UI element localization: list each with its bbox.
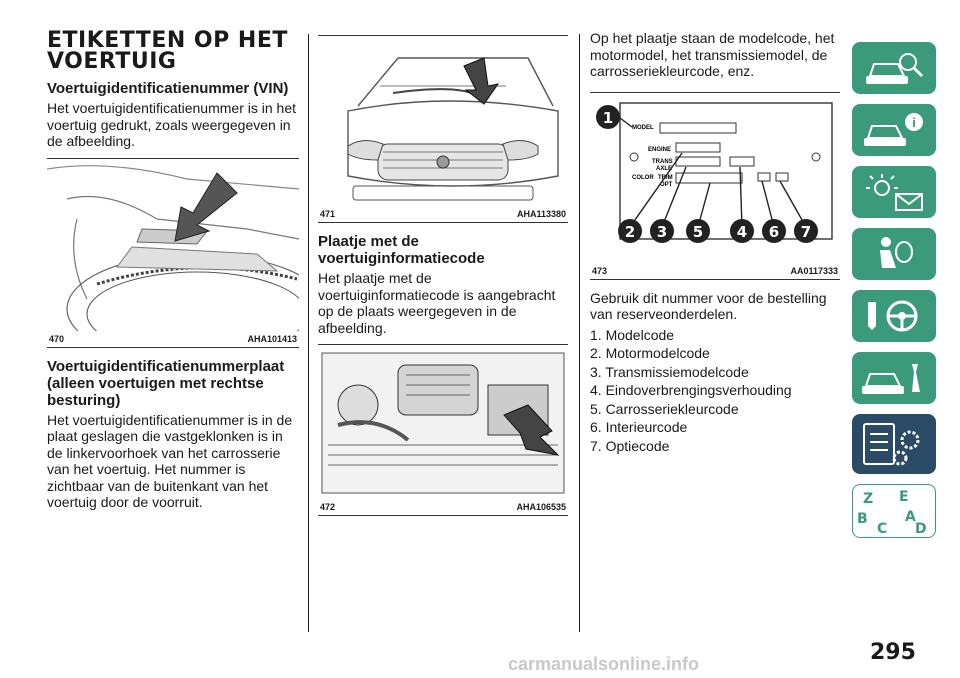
svg-text:i: i [912, 115, 916, 130]
callout-7: 7 [801, 223, 811, 241]
alphabetical-index-icon: Z E B A C D [857, 489, 927, 537]
heading-plate: Voertuigidentificatienummerplaat (alleen… [47, 357, 285, 409]
technical-data-icon [863, 423, 920, 466]
tab-index[interactable]: Z E B A C D [852, 484, 936, 538]
list-item: 5. Carrosseriekleurcode [590, 400, 739, 417]
column-2: 471 AHA113380 Plaatje met de voertuiginf… [318, 30, 568, 526]
callout-3: 3 [657, 223, 667, 241]
heading-vin: Voertuigidentificatienummer (VIN) [47, 80, 289, 97]
figure-471: 471 AHA113380 [318, 35, 568, 223]
page-number: 295 [870, 640, 916, 665]
car-search-icon [866, 53, 924, 84]
code-list: 1. Modelcode 2. Motormodelcode 3. Transm… [590, 327, 840, 455]
chapter-sidebar: i [852, 42, 936, 548]
callout-2: 2 [625, 223, 635, 241]
figure-code: AA0117333 [790, 265, 838, 276]
column-divider [579, 34, 580, 632]
tab-car-search[interactable] [852, 42, 936, 94]
tab-warning-lights[interactable] [852, 166, 936, 218]
list-item: 4. Eindoverbrengingsverhouding [590, 382, 792, 398]
svg-text:A: A [905, 509, 916, 525]
plate-label-model: MODEL [632, 125, 654, 131]
figure-number: 471 [320, 209, 336, 219]
list-item: 3. Transmissiemodelcode [590, 363, 749, 380]
list-item: 6. Interieurcode [590, 419, 688, 435]
paragraph-plate: Het voertuigidentificatienummer is in de… [47, 411, 293, 511]
column-1: ETIKETTEN OP HET VOERTUIG Voertuigidenti… [47, 30, 299, 511]
paragraph-info-plate: Het plaatje met de voertuiginformatiecod… [318, 270, 556, 336]
figure-number: 470 [49, 333, 65, 344]
section-title-line2: VOERTUIG [47, 49, 177, 74]
svg-text:C: C [877, 521, 887, 537]
figure-code: AHA113380 [516, 209, 566, 219]
list-item: 2. Motormodelcode [590, 345, 710, 361]
figure-473: MODEL ENGINE TRANS AXLE COLOR TRIM OPT [590, 91, 840, 280]
tab-technical-data[interactable] [852, 414, 936, 474]
svg-text:D: D [915, 521, 927, 537]
figure-code: AHA106535 [516, 502, 566, 512]
airbag-person-icon [880, 237, 913, 268]
column-divider [308, 34, 309, 632]
vin-location-illustration [47, 164, 299, 331]
plate-label-opt: OPT [660, 182, 673, 188]
pointer-arrow-icon [463, 57, 500, 105]
tab-starting-driving[interactable] [852, 290, 936, 342]
steering-wheel-icon [868, 300, 918, 332]
plate-label-trans: TRANS [652, 159, 673, 165]
figure-470: 470 AHA101413 [47, 157, 299, 348]
svg-text:E: E [899, 489, 909, 505]
callout-6: 6 [769, 223, 779, 241]
car-front-illustration [347, 57, 559, 201]
warning-lights-icon [866, 174, 923, 211]
figure-number: 473 [592, 265, 608, 276]
callout-4: 4 [737, 223, 747, 241]
plate-label-trim: TRIM [658, 175, 673, 181]
engine-bay-illustration [321, 352, 565, 494]
section-title: ETIKETTEN OP HET VOERTUIG [47, 28, 299, 74]
list-item: 1. Modelcode [590, 326, 675, 343]
tab-airbag-safety[interactable] [852, 228, 936, 280]
paragraph-vin: Het voertuigidentificatienummer is in he… [47, 100, 297, 149]
car-info-icon: i [864, 113, 923, 146]
car-service-icon [862, 364, 920, 394]
list-item: 7. Optiecode [590, 437, 670, 454]
callout-5: 5 [693, 223, 703, 241]
column-3: Op het plaatje staan de modelcode, het m… [590, 30, 840, 456]
callout-1: 1 [603, 109, 613, 127]
info-plate-diagram: MODEL ENGINE TRANS AXLE COLOR TRIM OPT [596, 101, 833, 243]
section-title-line1: ETIKETTEN OP HET [47, 28, 288, 53]
watermark: carmanualsonline.info [508, 654, 700, 674]
figure-number: 472 [320, 502, 336, 512]
pointer-arrow-icon [503, 404, 560, 456]
figure-code: AHA101413 [247, 333, 297, 344]
paragraph-plate-contents: Op het plaatje staan de modelcode, het m… [590, 30, 835, 79]
tab-car-info[interactable]: i [852, 104, 936, 156]
svg-text:B: B [857, 511, 868, 527]
plate-label-color: COLOR [632, 175, 654, 181]
plate-label-axle: AXLE [656, 166, 672, 172]
pointer-arrow-icon [174, 171, 238, 242]
plate-label-engine: ENGINE [648, 147, 671, 153]
tab-emergency[interactable] [852, 352, 936, 404]
figure-472: 472 AHA106535 [318, 344, 568, 516]
svg-text:Z: Z [863, 491, 873, 507]
heading-info-plate: Plaatje met de voertuiginformatiecode [318, 233, 485, 267]
paragraph-usage: Gebruik dit nummer voor de bestelling va… [590, 289, 827, 323]
